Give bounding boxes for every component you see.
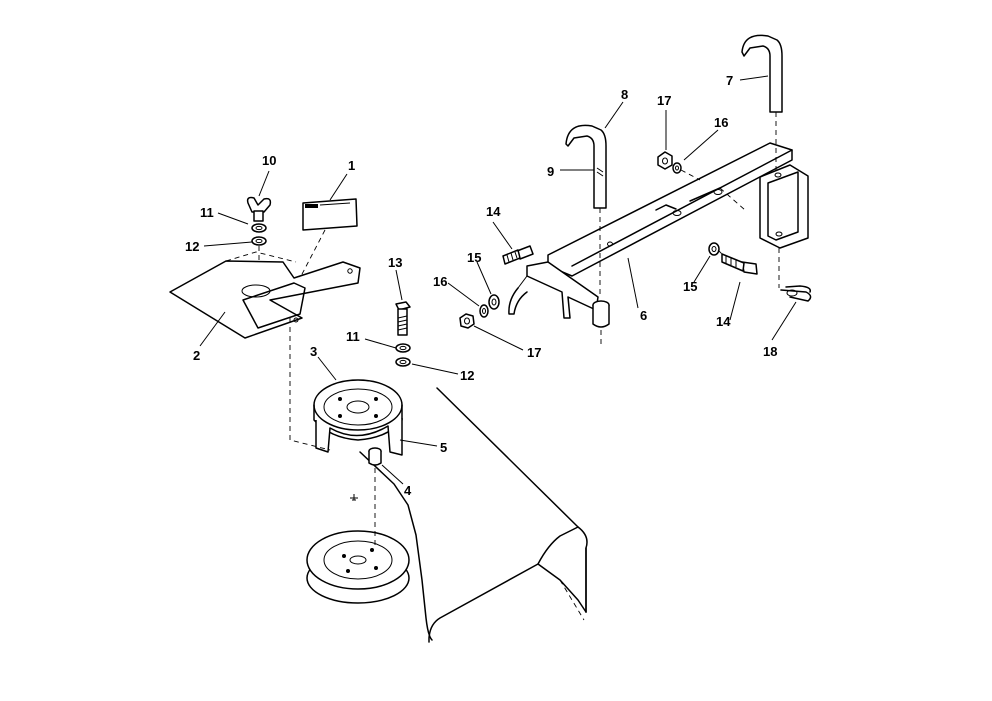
- callout-4: 4: [404, 483, 412, 498]
- callout-12-center: 12: [460, 368, 474, 383]
- washer-15-right: [708, 242, 723, 256]
- callout-1: 1: [348, 158, 355, 173]
- callout-8: 8: [621, 87, 628, 102]
- wing-bolt: [246, 196, 272, 262]
- washer-16-left: [479, 304, 489, 318]
- callout-5: 5: [440, 440, 447, 455]
- callout-7: 7: [726, 73, 733, 88]
- callout-2: 2: [193, 348, 200, 363]
- callout-11-center: 11: [346, 329, 360, 344]
- nut-17-top: [657, 151, 673, 170]
- pulley-bracket: [315, 418, 403, 456]
- callout-15-right: 15: [683, 279, 697, 294]
- callout-13: 13: [388, 255, 402, 270]
- callout-6: 6: [640, 308, 647, 323]
- callout-17-left: 17: [527, 345, 541, 360]
- callout-9: 9: [547, 164, 554, 179]
- lower-pulley: [306, 530, 410, 604]
- leader-lines: [199, 75, 797, 485]
- alignment-line-plate: [289, 318, 331, 451]
- bolt-14-left: [502, 245, 534, 265]
- decal-part: [299, 198, 358, 279]
- rod-bushing: [592, 300, 610, 348]
- callout-12-left: 12: [185, 239, 199, 254]
- callout-10: 10: [262, 153, 276, 168]
- upper-pulley: [313, 379, 403, 441]
- hairpin-clip: [780, 285, 812, 302]
- washer-16-top: [672, 162, 701, 181]
- bolt-13: [395, 301, 411, 367]
- spacer: [368, 447, 382, 466]
- cotter-marker: [350, 494, 358, 501]
- deck-housing: [359, 387, 588, 643]
- bolt-14-right: [721, 253, 758, 275]
- callout-16-right: 16: [714, 115, 728, 130]
- callout-14-left: 14: [486, 204, 501, 219]
- callout-3: 3: [310, 344, 317, 359]
- hanger-bracket: [759, 164, 809, 288]
- callout-15-left: 15: [467, 250, 481, 265]
- callout-14-right: 14: [716, 314, 731, 329]
- nut-17-left: [459, 313, 475, 329]
- callout-16-left: 16: [433, 274, 447, 289]
- callout-17-right: 17: [657, 93, 671, 108]
- handle-rod-7: [741, 34, 783, 170]
- callout-labels: 1 2 3 4 5 6 7 8 9 10 11 11 12 12 13 14 1…: [185, 73, 777, 498]
- washer-15-left: [488, 294, 500, 310]
- callout-11-left: 11: [200, 205, 214, 220]
- lift-bracket: [508, 261, 599, 319]
- callout-18: 18: [763, 344, 777, 359]
- cover-plate: [169, 251, 361, 339]
- handle-rod-8: [565, 124, 607, 296]
